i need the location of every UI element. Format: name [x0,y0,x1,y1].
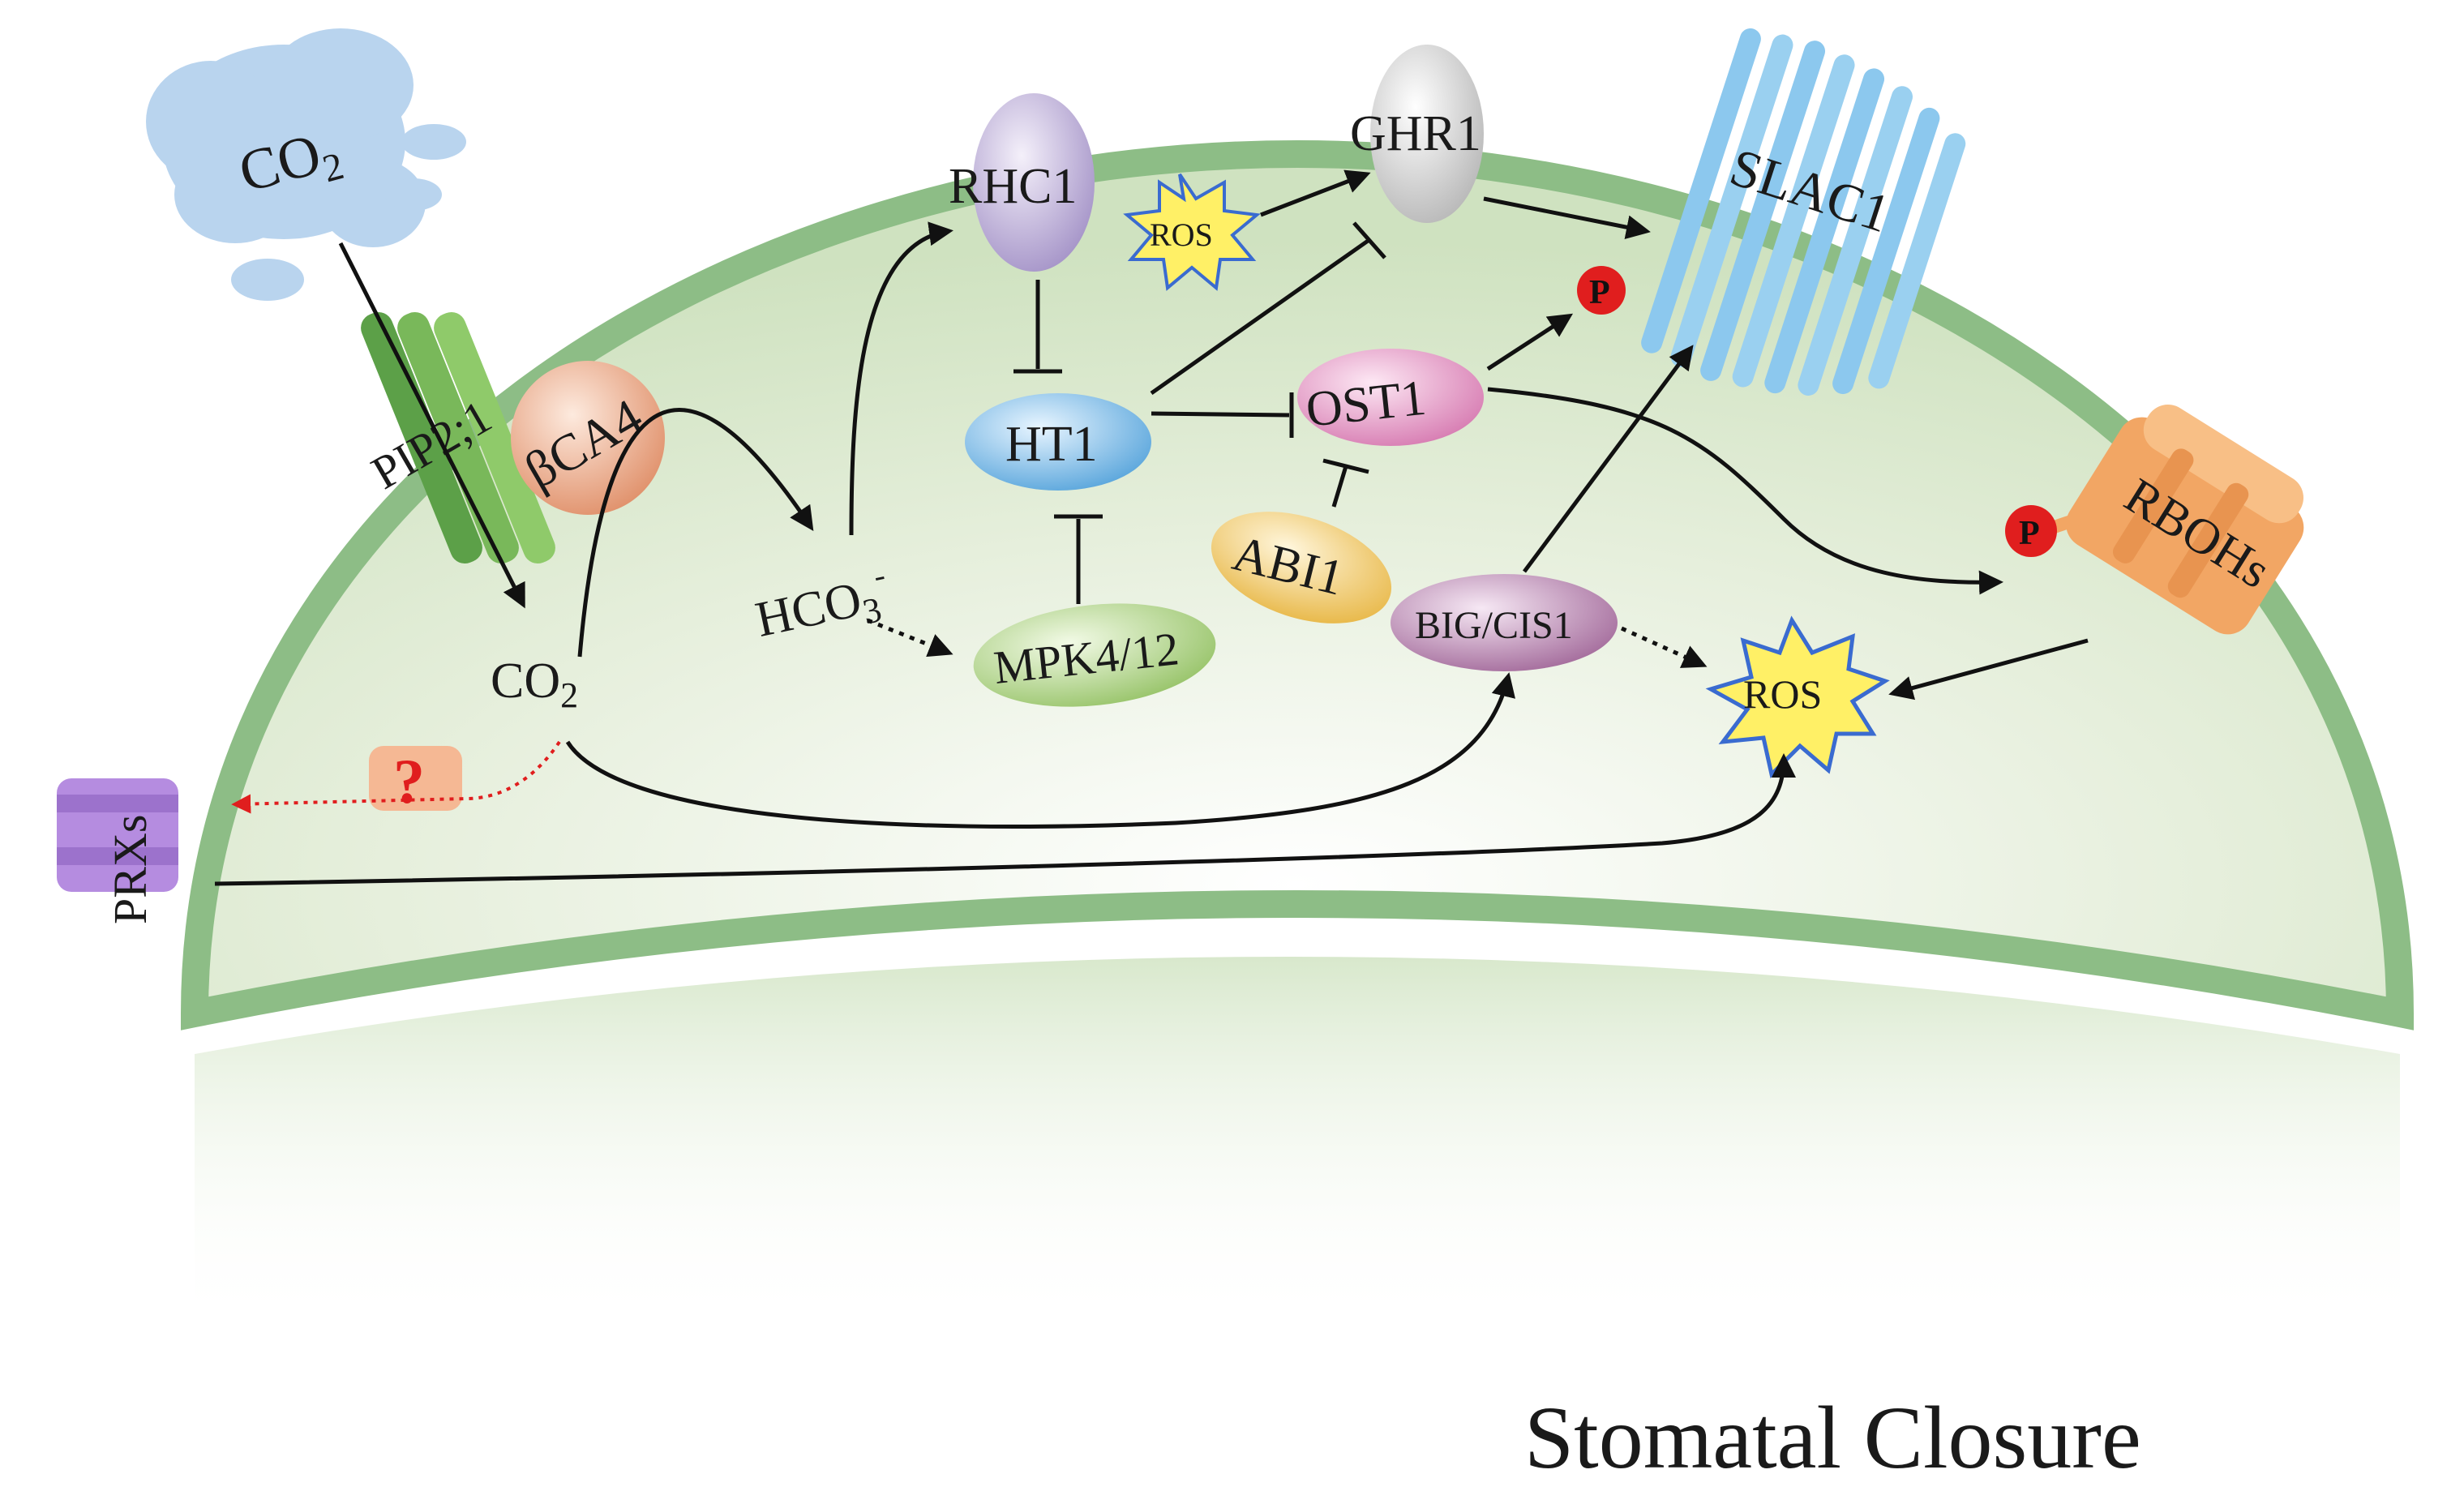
connectors [214,169,2089,886]
ros-burst-small: ROS [1123,173,1261,291]
inhibit-ht1-ghr1 [1150,237,1372,396]
slac1-phospho-label: P [1589,274,1610,311]
inhibit-abi1-ost1 [1331,465,1348,508]
co2-cloud: CO2 [146,28,466,301]
rhc1-protein: RHC1 [949,93,1095,272]
slac1-phospho-badge: P [1577,266,1626,315]
diagram-caption: Stomatal Closure [1524,1388,2141,1487]
prxs-protein: PRXs [57,778,178,924]
ros-burst-large: ROS [1705,615,1890,778]
pip2-channel: PIP2;1 [361,311,555,564]
rbohs-protein: RBOHs [2066,405,2304,635]
arrow-co2-to-prxs [231,740,561,814]
ros-large-label: ROS [1743,671,1822,717]
ost1-label: OST1 [1304,371,1429,438]
abi1-protein: ABI1 [1211,512,1392,623]
mpk-protein: MPK4/12 [973,603,1216,707]
prxs-label: PRXs [104,815,156,924]
ros-small-label: ROS [1150,216,1213,253]
ghr1-label: GHR1 [1350,106,1481,161]
arrow-ost1-to-slac1 [1486,313,1574,371]
big-cis1-label: BIG/CIS1 [1415,604,1573,647]
big-cis1-protein: BIG/CIS1 [1391,574,1618,671]
inhibit-ht1-ost1 [1151,411,1290,418]
arrow-hco3-to-rhc1 [849,221,953,536]
arrow-prxs-to-ros [214,753,1796,886]
arrow-big-to-ros [1620,626,1708,668]
arrow-co2-to-big [565,672,1515,829]
guard-cell-shadow [195,957,2400,1330]
ost1-protein: OST1 [1297,349,1484,446]
question-mark: ? [393,746,425,816]
co2-inner-label: CO2 [491,653,578,715]
slac1-channel: SLAC1 [1641,28,1966,396]
rbohs-phospho-label: P [2019,515,2040,552]
arrow-hco3-to-mpk [867,618,953,658]
bca4-protein: βCA4 [511,361,665,515]
arrow-big-to-slac1 [1522,345,1694,573]
ht1-label: HT1 [1005,417,1098,472]
arrow-ros-to-ghr1 [1260,169,1371,217]
arrow-co2-to-hco3 [577,408,814,658]
ht1-protein: HT1 [965,393,1151,491]
arrow-rbohs-to-ros [1888,638,2089,701]
inhibit-bar [1322,458,1369,474]
unknown-step-box: ? [369,746,462,816]
arrow-ost1-to-rbohs [1487,387,2003,595]
arrow-ghr1-to-slac1 [1483,196,1651,240]
arrow-co2-entry [338,242,525,609]
rbohs-phospho-badge: P [2005,505,2057,557]
ghr1-protein: GHR1 [1350,45,1484,223]
inhibit-bar [1352,221,1386,259]
rhc1-label: RHC1 [949,159,1077,214]
